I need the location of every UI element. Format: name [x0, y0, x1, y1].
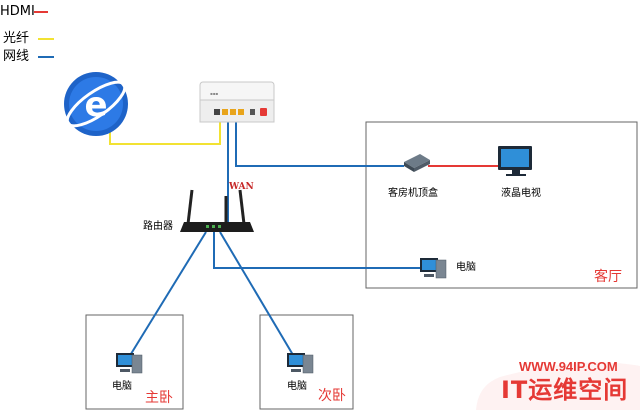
- cable-pc-master: [125, 231, 207, 363]
- living-room-box: [365, 121, 638, 289]
- master-bedroom-box: [85, 314, 184, 410]
- pc-living-label: 电脑: [456, 262, 476, 273]
- router-label: 路由器: [143, 221, 173, 232]
- watermark-brand: IT运维空间: [501, 376, 629, 404]
- cable-pc-second: [219, 231, 297, 361]
- tv-monitor-icon: [498, 146, 532, 176]
- computer-icon-living: [420, 258, 447, 279]
- internet-explorer-icon: e: [64, 72, 128, 136]
- cable-pc-living: [213, 232, 424, 269]
- stb-cable: [235, 122, 404, 167]
- wan-label: WAN: [229, 182, 254, 192]
- svg-text:e: e: [84, 85, 107, 125]
- legend-hdmi-label: HDMI: [0, 4, 35, 19]
- svg-text:▪▪▪: ▪▪▪: [210, 91, 218, 96]
- master-bedroom-label: 主卧: [145, 390, 173, 406]
- pc-second-label: 电脑: [287, 381, 307, 392]
- second-bedroom-box: [259, 314, 354, 410]
- computer-icon-second: [287, 353, 314, 374]
- set-top-box-label: 客房机顶盒: [388, 188, 438, 199]
- watermark-logo: [476, 362, 640, 410]
- pc-master-label: 电脑: [112, 381, 132, 392]
- legend-ethernet-label: 网线: [3, 49, 30, 64]
- set-top-box-icon: [404, 154, 430, 172]
- router-icon: [180, 189, 254, 232]
- tv-label: 液晶电视: [501, 188, 541, 199]
- optical-modem-icon: ▪▪▪: [199, 81, 275, 123]
- watermark-url: WWW.94IP.COM: [519, 359, 618, 374]
- legend-fiber-label: 光纤: [3, 31, 30, 46]
- second-bedroom-label: 次卧: [318, 388, 346, 404]
- living-room-label: 客厅: [594, 269, 622, 285]
- computer-icon-master: [116, 353, 143, 374]
